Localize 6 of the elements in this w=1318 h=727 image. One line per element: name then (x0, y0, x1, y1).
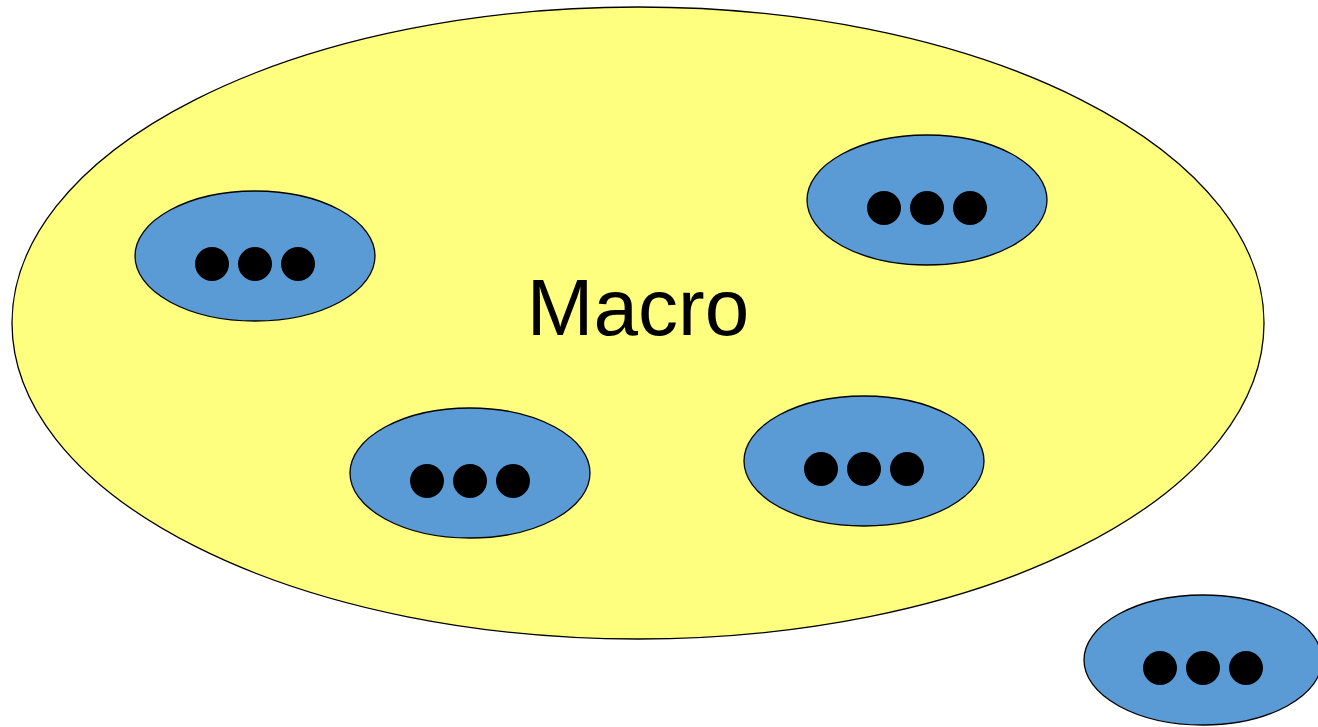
ellipse-shape (134, 190, 376, 322)
ellipse-shape (806, 134, 1048, 266)
node-label: Macro (526, 268, 750, 348)
ellipse-shape (349, 407, 591, 539)
ellipse-shape (743, 395, 985, 527)
ellipse-shape (11, 6, 1265, 640)
